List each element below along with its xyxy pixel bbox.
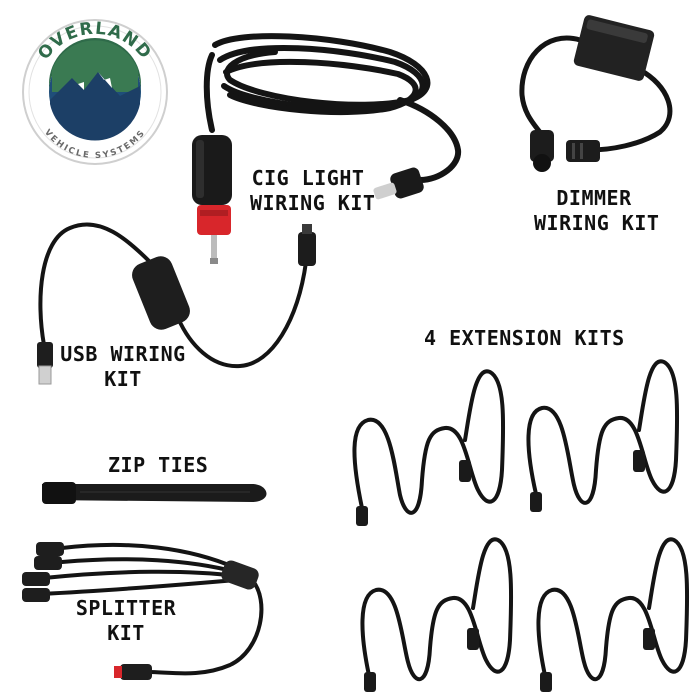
usb-label-line2: KIT xyxy=(104,367,142,391)
extension-label: 4 EXTENSION KITS xyxy=(424,326,625,351)
splitter-label-line1: SPLITTER xyxy=(75,596,177,620)
usb-label-line1: USB WIRING xyxy=(60,342,186,366)
extension-cable-2 xyxy=(526,359,680,512)
dimmer-box xyxy=(573,15,655,81)
dimmer-connectors xyxy=(530,130,600,172)
zip-ties-label-text: ZIP TIES xyxy=(108,453,209,477)
extension-cable-4 xyxy=(536,537,690,692)
usb-connector xyxy=(298,224,316,266)
cig-light-connector xyxy=(373,167,424,200)
extension-label-text: 4 EXTENSION KITS xyxy=(424,326,625,350)
usb-plug xyxy=(37,342,53,385)
dimmer-label-line2: WIRING KIT xyxy=(534,211,660,235)
dimmer-label: DIMMER WIRING KIT xyxy=(534,186,660,236)
zip-ties-label: ZIP TIES xyxy=(108,453,209,478)
splitter-label: SPLITTER KIT xyxy=(74,596,178,646)
splitter-label-line2: KIT xyxy=(107,621,145,645)
usb-switch xyxy=(132,256,190,330)
usb-cable xyxy=(38,222,308,369)
cig-light-label-line1: CIG LIGHT xyxy=(251,166,365,190)
cig-light-plug xyxy=(192,135,232,264)
cig-light-label-line2: WIRING KIT xyxy=(250,191,376,215)
cig-light-cable xyxy=(203,33,462,183)
usb-label: USB WIRING KIT xyxy=(58,342,188,392)
logo-badge: OVERLAND VEHICLE SYSTEMS xyxy=(22,19,168,165)
dimmer-label-line1: DIMMER xyxy=(556,186,632,210)
extension-cable-1 xyxy=(352,369,506,526)
dimmer-cable xyxy=(519,35,673,153)
zip-tie xyxy=(42,482,267,504)
extension-cable-3 xyxy=(360,537,514,692)
cig-light-label: CIG LIGHT WIRING KIT xyxy=(250,166,376,216)
splitter-cable xyxy=(22,542,264,680)
